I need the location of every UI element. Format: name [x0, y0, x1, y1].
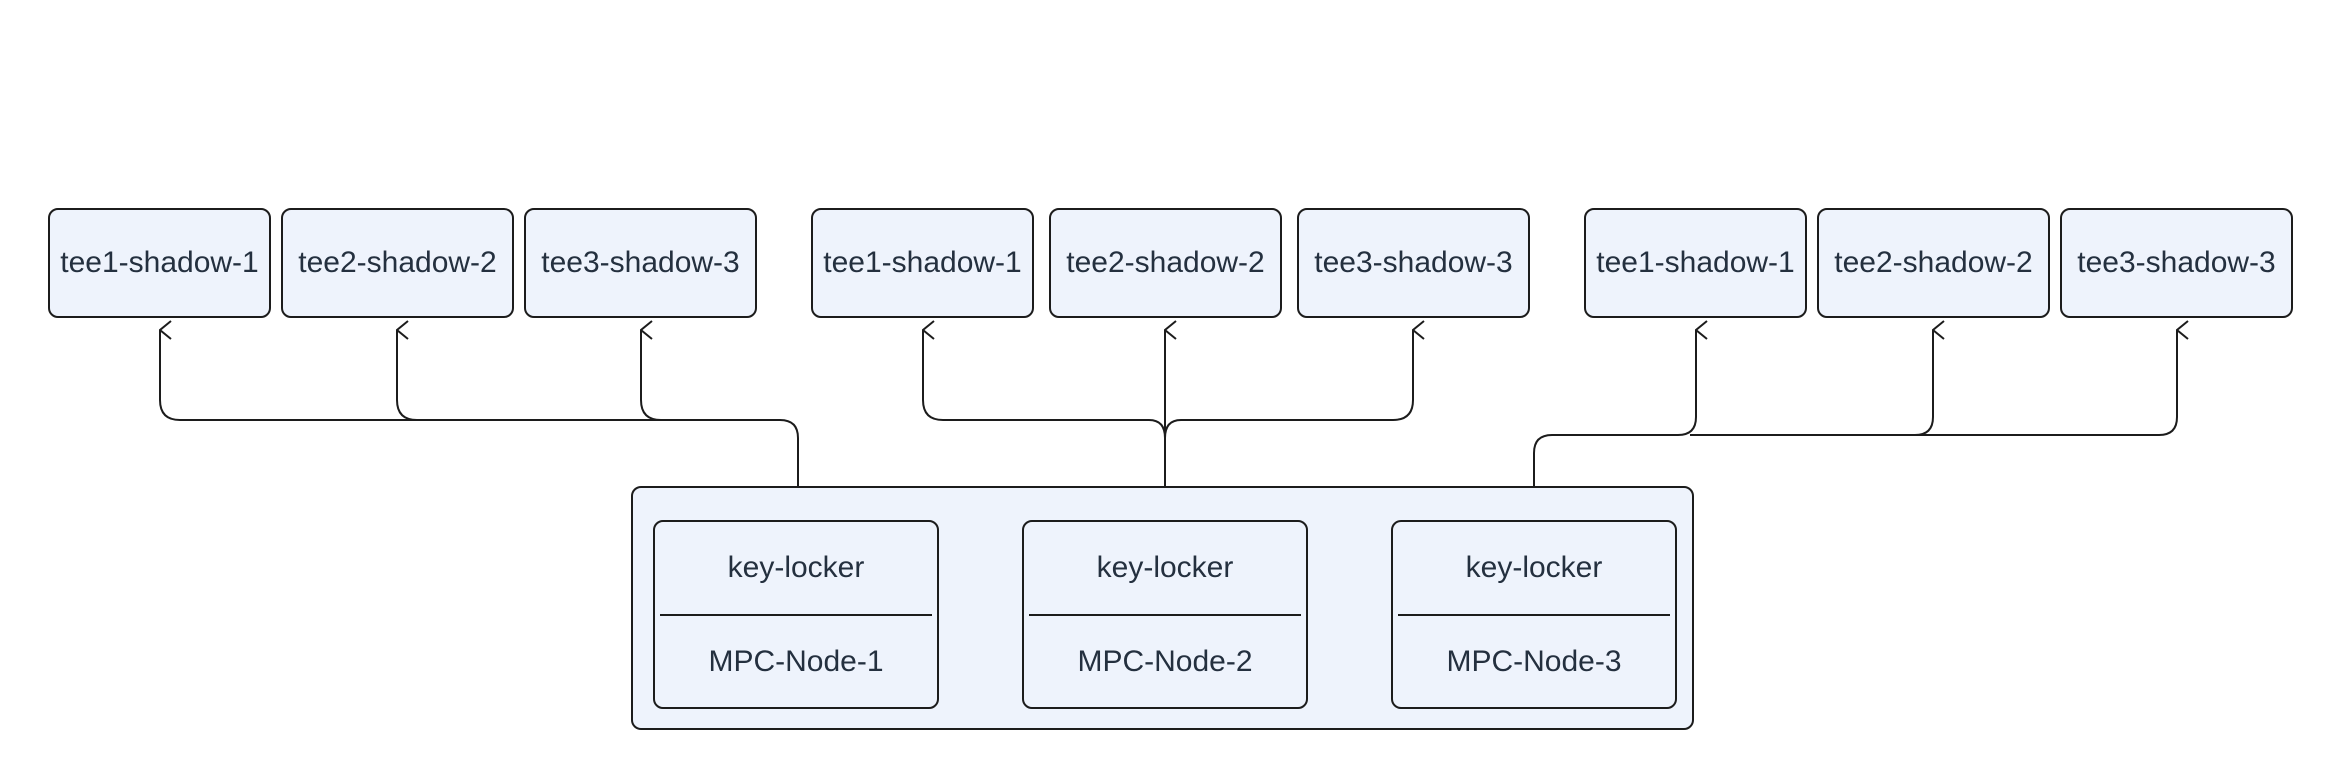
shadow-label: tee2-shadow-2	[298, 246, 497, 279]
node-divider	[660, 614, 932, 616]
shadow-label: tee1-shadow-1	[1596, 246, 1795, 279]
connector-g3-shadow-2	[1690, 330, 1933, 436]
shadow-box-g2-tee1[interactable]: tee1-shadow-1	[811, 208, 1034, 318]
shadow-label: tee3-shadow-3	[541, 246, 740, 279]
shadow-label: tee1-shadow-1	[60, 246, 259, 279]
node-divider	[1398, 614, 1670, 616]
node-component-label: key-locker	[727, 551, 865, 584]
connector-g3-shadow-1	[1533, 330, 1696, 514]
shadow-box-g1-tee2[interactable]: tee2-shadow-2	[281, 208, 514, 318]
connector-g1-shadow-3	[640, 330, 662, 421]
connector-g1-shadow-2	[396, 330, 418, 421]
node-name-label: MPC-Node-2	[1077, 644, 1253, 678]
shadow-box-g3-tee2[interactable]: tee2-shadow-2	[1817, 208, 2050, 318]
mpc-node-card-3[interactable]: key-locker MPC-Node-3	[1391, 520, 1677, 709]
shadow-box-g3-tee3[interactable]: tee3-shadow-3	[2060, 208, 2293, 318]
shadow-box-g3-tee1[interactable]: tee1-shadow-1	[1584, 208, 1807, 318]
connector-g2-shadow-3	[1164, 330, 1413, 439]
mpc-node-card-2[interactable]: key-locker MPC-Node-2	[1022, 520, 1308, 709]
connector-g3-shadow-3	[1915, 330, 2177, 436]
shadow-label: tee2-shadow-2	[1834, 246, 2033, 279]
shadow-label: tee3-shadow-3	[2077, 246, 2276, 279]
connector-g2-shadow-1	[922, 330, 1166, 439]
shadow-box-g1-tee3[interactable]: tee3-shadow-3	[524, 208, 757, 318]
node-name-label: MPC-Node-3	[1446, 644, 1622, 678]
connector-group-2	[922, 330, 1413, 516]
shadow-label: tee3-shadow-3	[1314, 246, 1513, 279]
node-component-label: key-locker	[1096, 551, 1234, 584]
shadow-label: tee2-shadow-2	[1066, 246, 1265, 279]
mpc-node-card-1[interactable]: key-locker MPC-Node-1	[653, 520, 939, 709]
node-component-label: key-locker	[1465, 551, 1603, 584]
shadow-box-g2-tee2[interactable]: tee2-shadow-2	[1049, 208, 1282, 318]
shadow-box-g1-tee1[interactable]: tee1-shadow-1	[48, 208, 271, 318]
connector-g1-shadow-1	[159, 330, 799, 514]
shadow-box-g2-tee3[interactable]: tee3-shadow-3	[1297, 208, 1530, 318]
node-divider	[1029, 614, 1301, 616]
node-name-label: MPC-Node-1	[708, 644, 884, 678]
shadow-label: tee1-shadow-1	[823, 246, 1022, 279]
